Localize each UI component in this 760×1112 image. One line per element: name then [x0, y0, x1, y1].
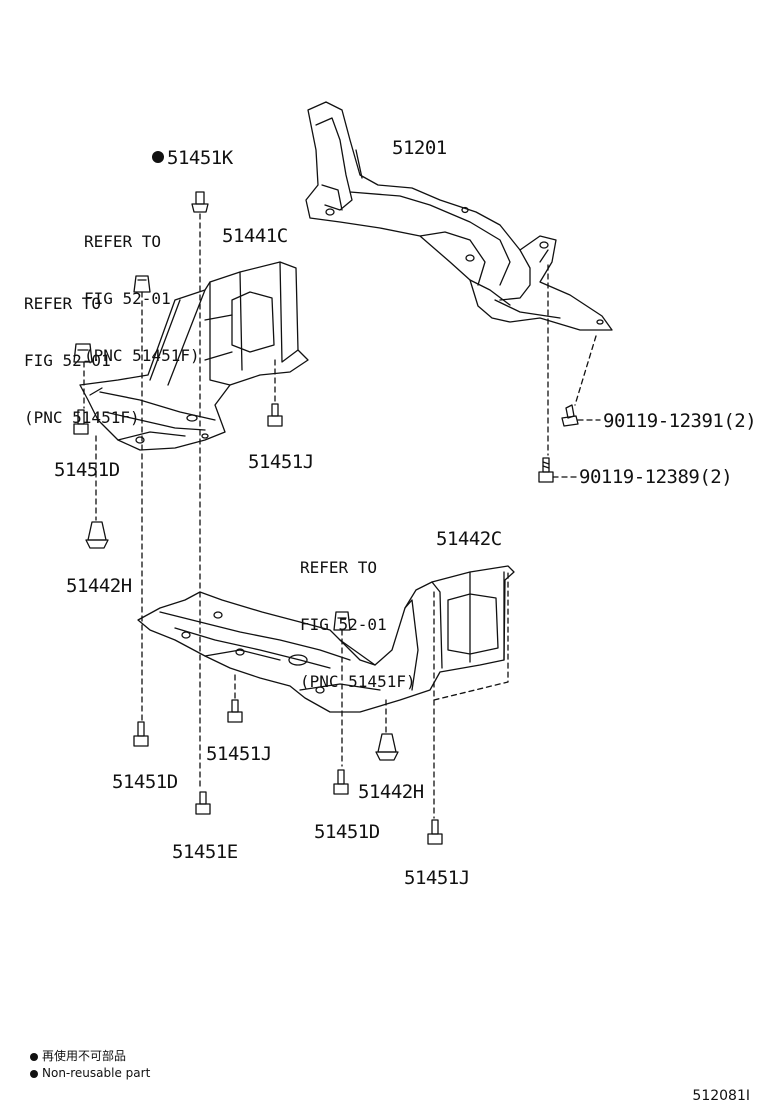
bolt-51451D-c — [333, 769, 349, 795]
refer-note-2: REFER TO FIG 52-01 (PNC 51451F) — [24, 256, 140, 446]
refer-line: (PNC 51451F) — [300, 672, 416, 691]
part-label-51451D-c: 51451D — [314, 821, 380, 843]
non-reusable-dot-icon — [30, 1052, 38, 1061]
part-label-51442H-a: 51442H — [66, 575, 132, 597]
legend-row-english: Non-reusable part — [30, 1065, 150, 1082]
bolt-90119-12391 — [561, 404, 579, 427]
refer-line: (PNC 51451F) — [24, 408, 140, 427]
part-label-51451D-a: 51451D — [54, 459, 120, 481]
leader-lines-member — [547, 264, 601, 478]
non-reusable-dot-icon — [152, 151, 164, 163]
legend-text-japanese: 再使用不可部品 — [42, 1049, 127, 1063]
bolt-90119-12389 — [538, 457, 554, 483]
refer-line: REFER TO — [84, 232, 162, 251]
bolt-51451E — [195, 791, 211, 815]
refer-line: FIG 52-01 — [300, 615, 387, 634]
refer-note-3: REFER TO FIG 52-01 (PNC 51451F) — [300, 520, 416, 710]
part-label-90119-12391: 90119-12391(2) — [603, 410, 757, 432]
refer-line: REFER TO — [300, 558, 378, 577]
part-label-51451J-c: 51451J — [404, 867, 470, 889]
clip-51451F-b — [73, 343, 93, 363]
refer-line: FIG 52-01 — [24, 351, 111, 370]
clip-51451F-c — [333, 611, 351, 631]
bolt-51451J-b — [227, 699, 243, 723]
part-number-text: 51451K — [167, 147, 233, 169]
non-reusable-dot-icon — [30, 1069, 38, 1078]
legend-text-english: Non-reusable part — [42, 1066, 151, 1080]
clip-51451K — [191, 191, 209, 213]
clip-51451F-a — [133, 275, 151, 293]
part-label-51442H-b: 51442H — [358, 781, 424, 803]
clip-51442H-a — [85, 521, 109, 549]
bolt-51451D-b — [133, 721, 149, 747]
refer-line: FIG 52-01 — [84, 289, 171, 308]
part-label-51451J-b: 51451J — [206, 743, 272, 765]
part-label-51451J-a: 51451J — [248, 451, 314, 473]
refer-note-1: REFER TO FIG 52-01 (PNC 51451F) — [84, 194, 200, 384]
bolt-51451J-c — [427, 819, 443, 845]
engine-under-cover-lh-51442C — [137, 565, 515, 713]
part-label-51442C: 51442C — [436, 528, 502, 550]
part-label-51451E: 51451E — [172, 841, 238, 863]
refer-line: REFER TO — [24, 294, 102, 313]
part-label-90119-12389: 90119-12389(2) — [579, 466, 733, 488]
part-label-51451D-b: 51451D — [112, 771, 178, 793]
legend-row-japanese: 再使用不可部品 — [30, 1048, 150, 1065]
bolt-51451J-a — [267, 403, 283, 427]
part-label-51201: 51201 — [392, 137, 447, 159]
part-label-51451K: 51451K — [152, 148, 233, 168]
engine-under-cover-rh-51441C — [79, 261, 309, 451]
part-label-51441C: 51441C — [222, 225, 288, 247]
bolt-51451D-a — [73, 409, 89, 435]
legend: 再使用不可部品 Non-reusable part — [30, 1048, 150, 1082]
refer-line: (PNC 51451F) — [84, 346, 200, 365]
clip-51442H-b — [375, 733, 399, 761]
suspension-member-51201 — [305, 101, 613, 331]
leader-lines-covers — [83, 213, 509, 819]
figure-id: 512081I — [692, 1088, 750, 1104]
